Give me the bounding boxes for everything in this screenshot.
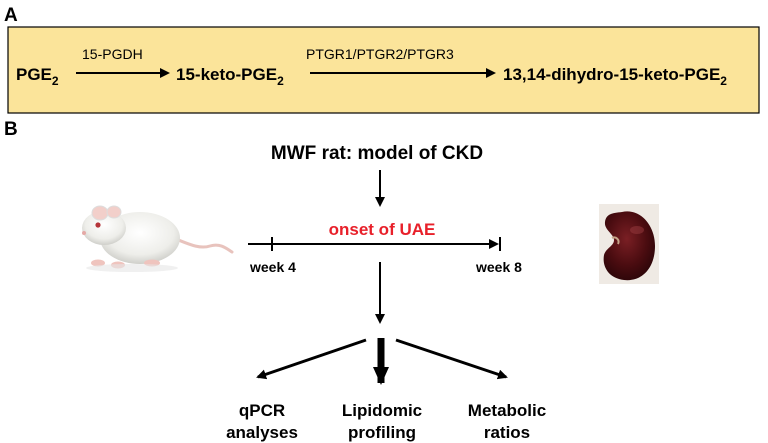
svg-text:ratios: ratios — [484, 423, 530, 442]
compound-15-keto-pge2: 15-keto-PGE2 — [176, 65, 284, 88]
timeline-start-label: week 4 — [249, 259, 296, 275]
svg-text:Metabolic: Metabolic — [468, 401, 546, 420]
output-lipidomic: Lipidomic profiling — [342, 401, 422, 442]
event-onset-uae: onset of UAE — [329, 220, 436, 239]
svg-text:analyses: analyses — [226, 423, 298, 442]
model-title: MWF rat: model of CKD — [271, 143, 483, 164]
arrow-to-qpcr — [256, 338, 367, 380]
output-qpcr: qPCR analyses — [226, 401, 298, 442]
panel-a-label: A — [4, 5, 18, 26]
svg-text:profiling: profiling — [348, 423, 416, 442]
output-metabolic: Metabolic ratios — [468, 401, 546, 442]
rat-photo — [82, 205, 234, 272]
enzyme-15-pgdh: 15-PGDH — [82, 46, 143, 62]
svg-text:Lipidomic: Lipidomic — [342, 401, 422, 420]
timeline-end-label: week 8 — [475, 259, 522, 275]
kidney-photo — [599, 204, 659, 284]
enzyme-ptgr: PTGR1/PTGR2/PTGR3 — [306, 46, 454, 62]
compound-13-14-dihydro-15-keto-pge2: 13,14-dihydro-15-keto-PGE2 — [503, 65, 727, 88]
panel-b-label: B — [4, 119, 18, 140]
arrow-to-metabolic — [395, 338, 508, 380]
svg-text:qPCR: qPCR — [239, 401, 285, 420]
compound-pge2: PGE2 — [16, 65, 59, 88]
panel-a-box — [7, 26, 760, 114]
